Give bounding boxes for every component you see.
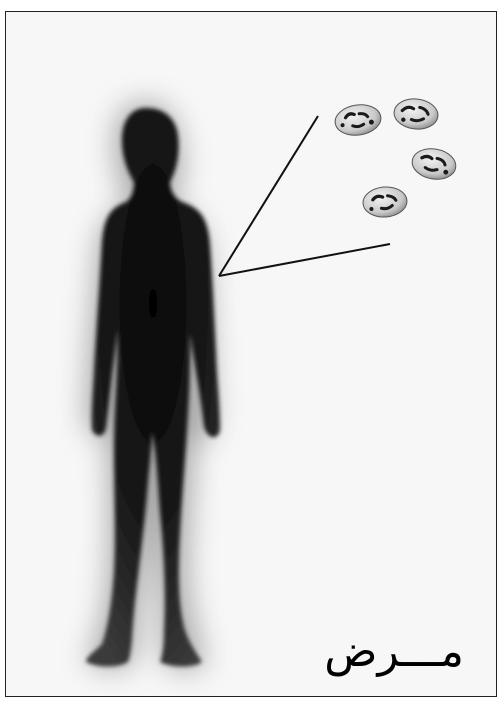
callout-lines [219, 116, 390, 276]
microbe-cluster [333, 97, 458, 219]
germ-cell-icon [410, 145, 459, 182]
illustration-frame: مـــرض [5, 11, 497, 697]
disease-illustration [6, 12, 497, 697]
germ-cell-icon [362, 186, 408, 219]
callout-line-upper [219, 116, 318, 276]
germ-cell-icon [393, 97, 440, 131]
germ-cell-icon [333, 102, 383, 138]
callout-line-lower [219, 244, 390, 276]
human-silhouette-icon [86, 108, 220, 667]
caption-disease: مـــرض [324, 630, 464, 674]
